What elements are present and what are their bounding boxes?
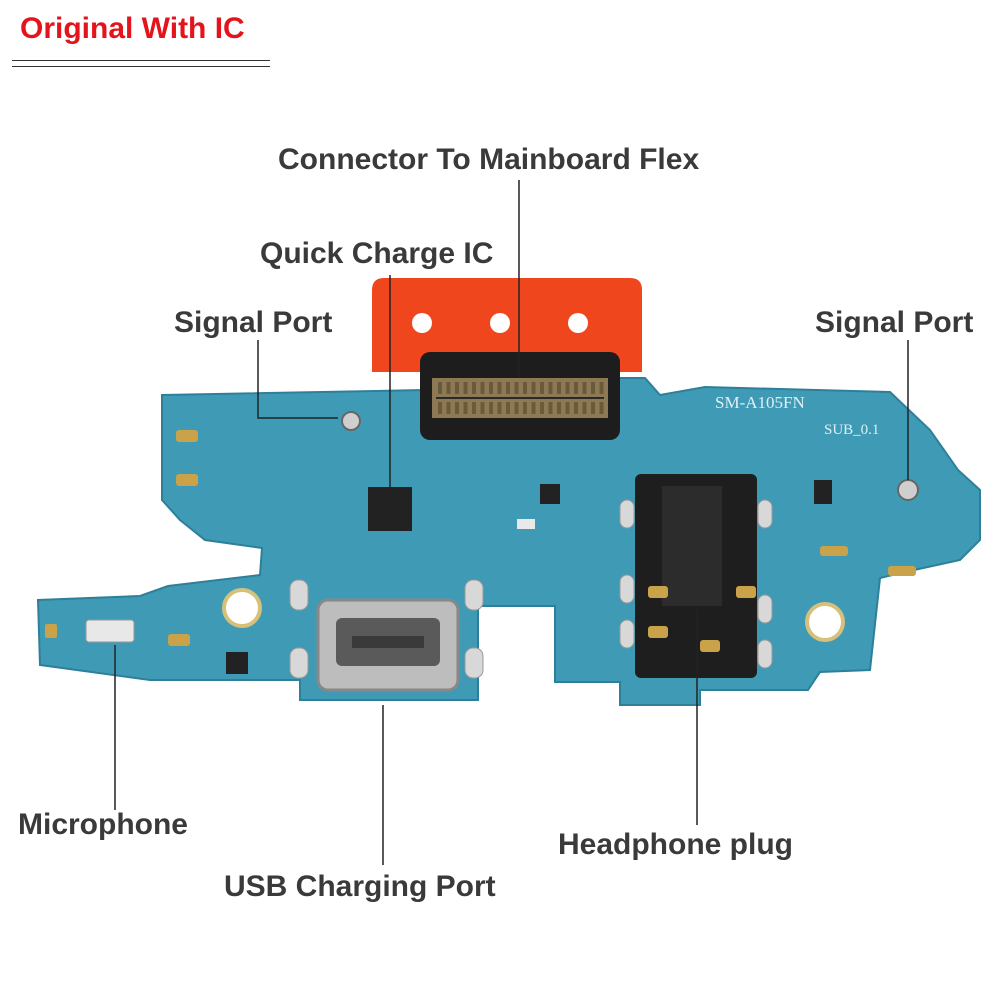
headphone-jack-slot [662,486,722,606]
signal-port-left [341,411,361,431]
label-usb-charging-port: USB Charging Port [224,870,496,903]
label-headphone-plug: Headphone plug [558,828,793,861]
badge-underline [12,60,270,61]
connector-pin [557,382,561,394]
connector-pin [574,402,578,414]
connector-pin [506,382,510,394]
connector-pin [548,402,553,414]
connector-pin [591,402,595,414]
flex-hole [490,313,510,333]
connector-pin [480,382,485,394]
connector-pin [463,402,468,414]
connector-pin [557,402,561,414]
connector-pin [455,382,459,394]
connector-pin [531,402,536,414]
headphone-jack-contacts [648,586,756,652]
connector-pin [514,382,519,394]
signal-port-right [897,479,919,501]
connector-pin [438,382,442,394]
label-signal-port-right: Signal Port [815,306,974,339]
connector-pin [472,382,476,394]
callout-lines [114,180,909,865]
smd-component [517,519,535,529]
label-microphone: Microphone [18,808,188,841]
connector-pin [582,402,587,414]
connector-pin [489,402,493,414]
connector-pin [489,382,493,394]
connector-pin [455,402,459,414]
label-signal-port-left: Signal Port [174,306,333,339]
connector-pin [548,382,553,394]
label-quick-charge-ic: Quick Charge IC [260,237,494,270]
usb-port-tongue [352,636,424,648]
smd-component [540,484,560,504]
mount-hole [222,588,262,628]
original-with-ic-badge: Original With IC [20,12,245,45]
connector-pin [514,402,519,414]
microphone-component [85,619,135,643]
connector-pin [480,402,485,414]
connector-pin [446,382,451,394]
connector-pin [599,402,604,414]
silver-pads [289,499,773,679]
mount-hole [805,602,845,642]
connector-pin [472,402,476,414]
connector-pin [591,382,595,394]
gold-pads [45,430,916,646]
board-sub-text: SUB_0.1 [824,422,879,438]
connector-pin [446,402,451,414]
connector-pin [540,402,544,414]
connector-pin [438,402,442,414]
connector-pin [463,382,468,394]
connector-pin [582,382,587,394]
smd-component [226,652,248,674]
connector-pin [506,402,510,414]
connector-pin [497,402,502,414]
flex-hole [568,313,588,333]
badge-underline-second [12,66,270,67]
connector-pin [497,382,502,394]
flex-hole [412,313,432,333]
connector-pin [574,382,578,394]
connector-pin [540,382,544,394]
connector-pin [599,382,604,394]
connector-pin [565,382,570,394]
board-model-text: SM-A105FN [715,393,805,412]
connector-pin [523,382,527,394]
connector-pin [531,382,536,394]
connector-pin [523,402,527,414]
connector-pin [565,402,570,414]
smd-component [814,480,832,504]
label-connector-to-mainboard-flex: Connector To Mainboard Flex [278,143,700,176]
connector-pin-rows [436,382,604,414]
